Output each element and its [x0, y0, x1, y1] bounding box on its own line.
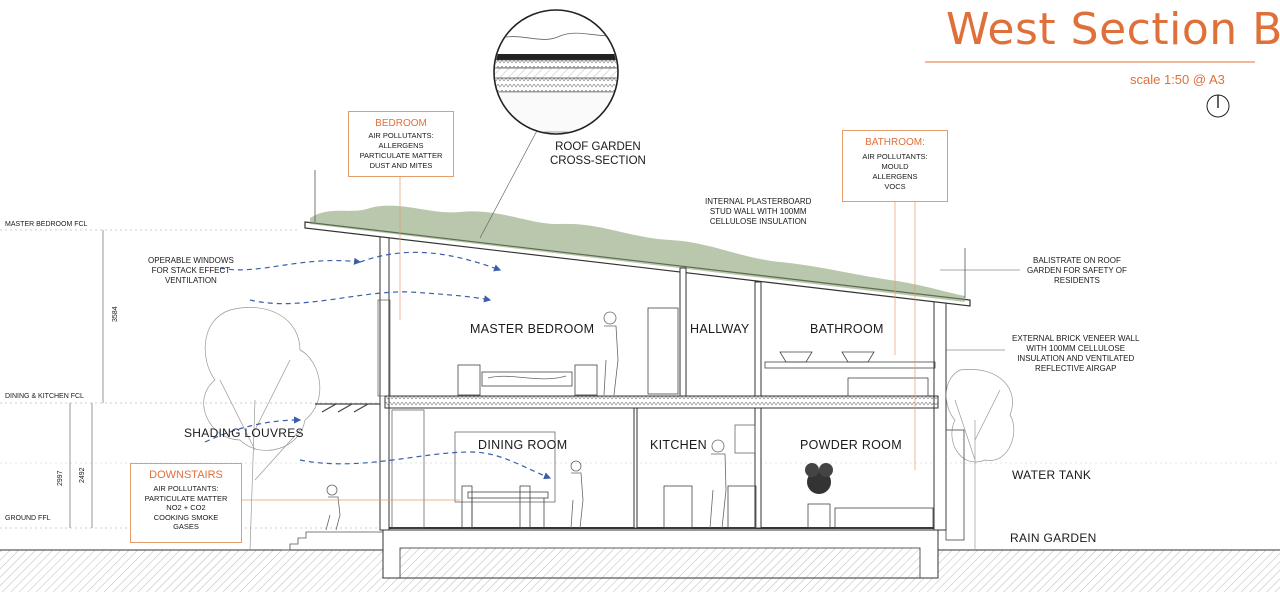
dimension-lines — [69, 230, 104, 528]
shading-louvres — [315, 403, 380, 413]
page-title: West Section B — [946, 4, 1280, 55]
first-floor-slab — [384, 395, 939, 409]
pollutant-box-heading: BEDROOM — [375, 118, 427, 129]
bedroom-furniture — [457, 307, 679, 396]
room-dining: DINING ROOM — [478, 438, 568, 452]
kitchen-furniture — [663, 485, 757, 529]
level-master-bedroom: MASTER BEDROOM FCL — [5, 221, 88, 228]
callout-balustrade: BALISTRATE ON ROOF GARDEN FOR SAFETY OF … — [1027, 256, 1127, 285]
room-kitchen: KITCHEN — [650, 438, 707, 452]
room-hallway: HALLWAY — [690, 322, 750, 336]
pollutant-box-downstairs: DOWNSTAIRS AIR POLLUTANTS: PARTICULATE M… — [130, 463, 242, 543]
tree-left — [203, 307, 321, 551]
entry-steps — [282, 531, 383, 551]
north-arrow-icon — [1206, 94, 1230, 118]
dimension-lower-b: 2492 — [79, 467, 86, 483]
callout-rain-garden: RAIN GARDEN — [1010, 531, 1097, 545]
pollutant-box-heading: BATHROOM: — [865, 137, 925, 148]
scale-label: scale 1:50 @ A3 — [1130, 72, 1225, 87]
room-master-bedroom: MASTER BEDROOM — [470, 322, 595, 336]
callout-shading-louvres: SHADING LOUVRES — [184, 426, 304, 440]
roof — [304, 170, 971, 307]
room-powder: POWDER ROOM — [800, 438, 902, 452]
foundation-slab — [382, 527, 940, 579]
callout-brick-veneer: EXTERNAL BRICK VENEER WALL WITH 100MM CE… — [1012, 334, 1140, 373]
person-figures — [325, 311, 727, 531]
level-ground: GROUND FFL — [5, 515, 51, 522]
callout-water-tank: WATER TANK — [1012, 468, 1092, 482]
openings — [391, 409, 756, 529]
callout-stud-wall: INTERNAL PLASTERBOARD STUD WALL WITH 100… — [705, 197, 812, 226]
leader-lines — [240, 174, 916, 501]
pollutant-box-bedroom: BEDROOM AIR POLLUTANTS: ALLERGENS PARTIC… — [348, 111, 454, 177]
callout-operable-windows: OPERABLE WINDOWS FOR STACK EFFECT VENTIL… — [148, 256, 234, 285]
powder-room-furniture — [807, 503, 934, 529]
plant-icon — [805, 463, 833, 494]
roof-garden-detail — [493, 9, 619, 135]
pollutant-box-bathroom: BATHROOM: AIR POLLUTANTS: MOULD ALLERGEN… — [842, 130, 948, 202]
dimension-upper: 3584 — [112, 306, 119, 322]
dimension-lower-a: 2997 — [57, 470, 64, 486]
callout-roof-garden: ROOF GARDEN CROSS-SECTION — [550, 141, 646, 167]
dining-furniture — [461, 485, 549, 529]
operable-window — [377, 299, 391, 397]
room-bathroom: BATHROOM — [810, 322, 884, 336]
airflow-arrows — [204, 251, 552, 480]
water-tank-shape — [945, 429, 965, 541]
pollutant-box-heading: DOWNSTAIRS — [149, 469, 223, 481]
bathroom-fixtures — [764, 351, 936, 397]
tree-right — [946, 369, 1015, 550]
callout-leaders — [479, 124, 1020, 351]
level-dining-kitchen: DINING & KITCHEN FCL — [5, 393, 84, 400]
internal-walls — [633, 267, 762, 529]
